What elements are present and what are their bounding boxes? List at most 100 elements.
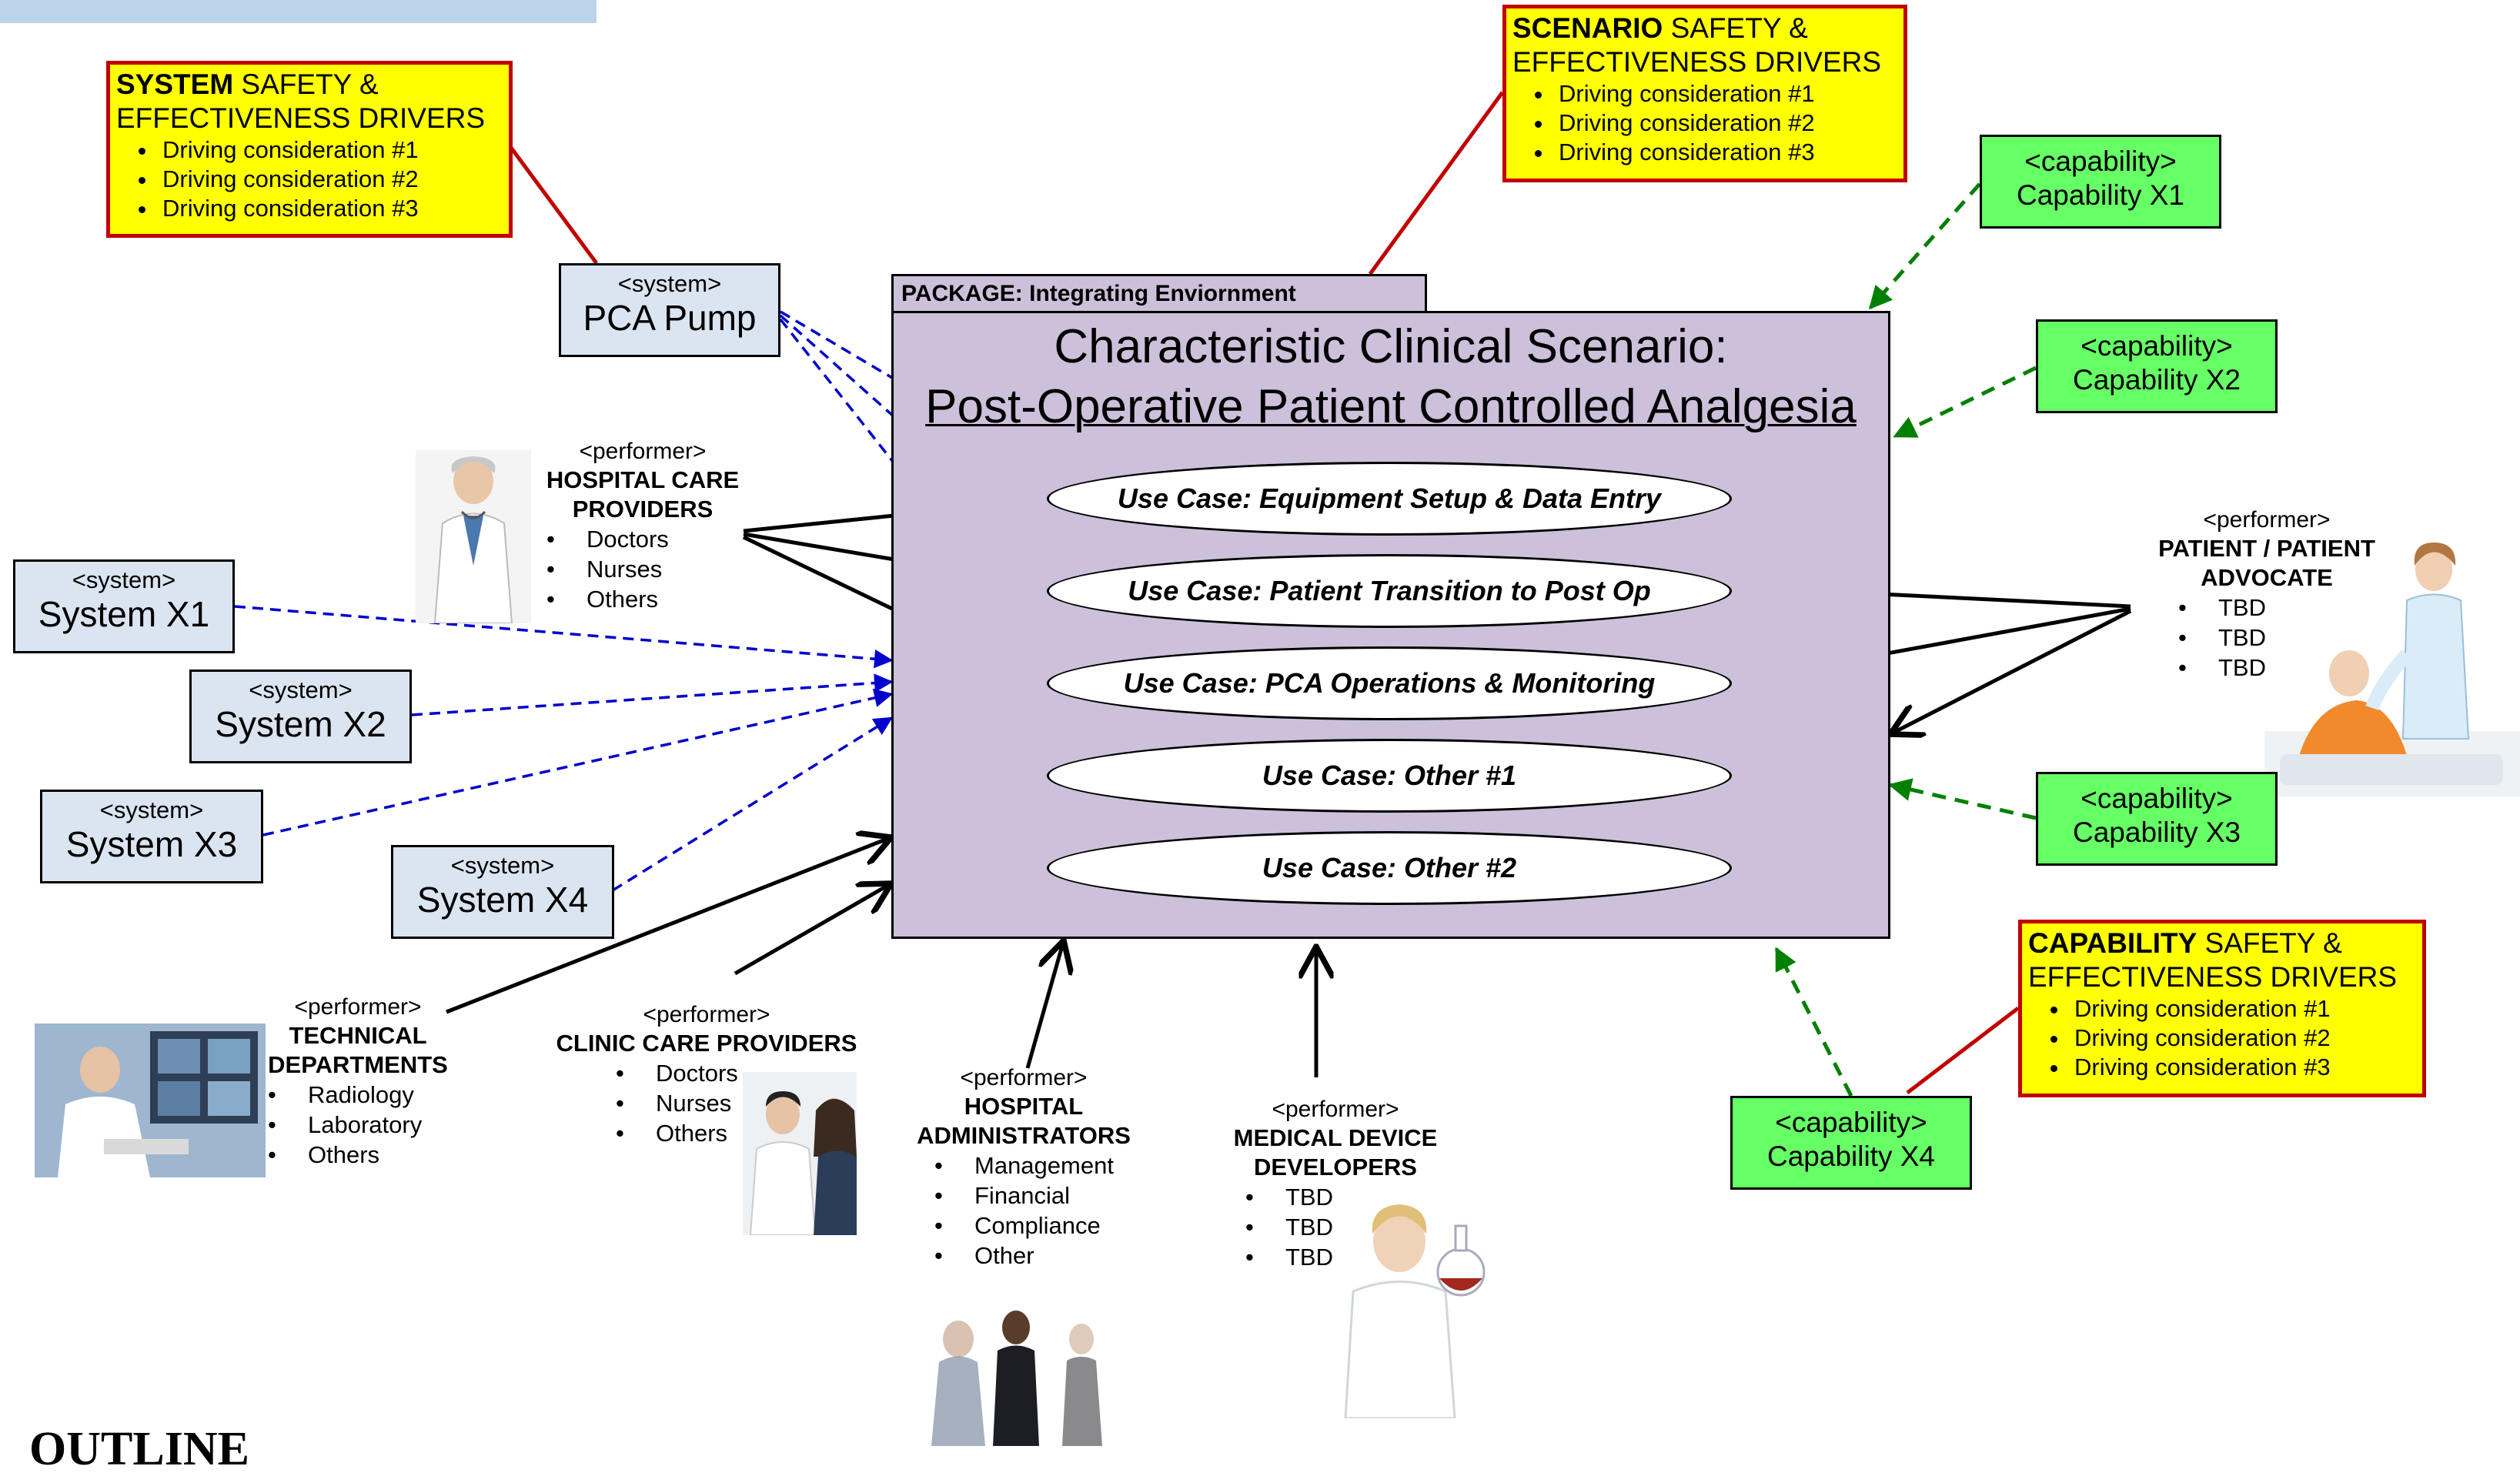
package-tab-label: PACKAGE: Integrating Enviornment [901,281,1296,306]
driver-list: Driving consideration #1 Driving conside… [116,135,503,223]
system-x2[interactable]: <system> System X2 [189,670,412,763]
driver-item: Driving consideration #2 [158,165,503,194]
driver-item: Driving consideration #2 [1554,109,1897,138]
performer-name: MEDICAL DEVICE DEVELOPERS [1233,1124,1438,1180]
administrators-link [1025,940,1064,1069]
capability-stereotype: <capability> [2081,330,2233,362]
performer-patient-advocate[interactable]: <performer> PATIENT / PATIENT ADVOCATE T… [2132,506,2401,683]
performer-item: Radiology [268,1080,454,1110]
system-stereotype: <system> [249,676,353,703]
performer-stereotype: <performer> [1272,1097,1399,1122]
driver-heading-line2: EFFECTIVENESS DRIVERS [1512,46,1882,78]
capability-x3-link [1888,778,2037,820]
outline-heading: OUTLINE [29,1423,249,1475]
capability-x4-link [1774,947,1853,1097]
system-x3-link [262,688,894,837]
scenario-driver-link [1368,91,1505,275]
performer-medical-device-developers[interactable]: <performer> MEDICAL DEVICE DEVELOPERS TB… [1208,1095,1462,1272]
scenario-title: Characteristic Clinical Scenario: Post-O… [891,317,1890,440]
system-name: System X4 [416,880,589,920]
system-pca-pump[interactable]: <system> PCA Pump [559,263,780,357]
driver-heading: SAFETY & [2197,927,2342,959]
performer-item: TBD [2178,653,2401,683]
package-tab: PACKAGE: Integrating Enviornment [891,274,1427,314]
performer-stereotype: <performer> [643,1002,770,1027]
system-x1[interactable]: <system> System X1 [13,559,235,653]
system-name: PCA Pump [583,298,757,338]
performer-clinic-care-providers[interactable]: <performer> CLINIC CARE PROVIDERS Doctor… [548,1000,865,1148]
performer-name: PATIENT / PATIENT ADVOCATE [2158,535,2375,591]
header-band [0,0,597,23]
performer-item: Laboratory [268,1110,454,1140]
driver-item: Driving consideration #1 [1554,79,1897,109]
performer-item: Compliance [934,1211,1147,1241]
capability-x1[interactable]: <capability> Capability X1 [1980,135,2221,229]
capability-stereotype: <capability> [1775,1107,1927,1138]
use-case-label: Use Case: Other #1 [1262,760,1517,791]
performer-name: CLINIC CARE PROVIDERS [556,1030,857,1057]
use-case-pca-operations[interactable]: Use Case: PCA Operations & Monitoring [1047,646,1732,720]
performer-name: HOSPITAL CARE PROVIDERS [546,466,740,523]
capability-stereotype: <capability> [2024,145,2177,177]
use-case-equipment-setup[interactable]: Use Case: Equipment Setup & Data Entry [1047,462,1732,536]
system-stereotype: <system> [99,796,204,823]
driver-list: Driving consideration #1 Driving conside… [2028,994,2416,1082]
system-x3[interactable]: <system> System X3 [40,790,263,883]
use-case-label: Use Case: Patient Transition to Post Op [1128,575,1651,606]
performer-technical-departments[interactable]: <performer> TECHNICAL DEPARTMENTS Radiol… [262,993,454,1170]
system-driver-box: SYSTEM SAFETY & EFFECTIVENESS DRIVERS Dr… [106,61,513,238]
driver-heading: SAFETY & [1663,12,1808,44]
capability-driver-box: CAPABILITY SAFETY & EFFECTIVENESS DRIVER… [2018,920,2426,1097]
use-case-other-2[interactable]: Use Case: Other #2 [1047,831,1732,905]
use-case-label: Use Case: Other #2 [1262,852,1517,883]
performer-hospital-care-providers[interactable]: <performer> HOSPITAL CARE PROVIDERS Doct… [531,437,754,614]
driver-heading-bold: CAPABILITY [2028,927,2197,959]
capability-x1-link [1869,182,1981,310]
performer-stereotype: <performer> [960,1065,1088,1090]
system-x4[interactable]: <system> System X4 [391,845,614,939]
capability-name: Capability X2 [2072,364,2241,396]
capability-x3[interactable]: <capability> Capability X3 [2036,772,2278,866]
driver-item: Driving consideration #3 [158,194,503,223]
performer-name: TECHNICAL DEPARTMENTS [268,1022,448,1078]
system-driver-link [509,146,599,265]
capability-x2-link [1893,366,2037,439]
performer-item: Other [934,1241,1147,1271]
clinic-care-link [734,883,891,976]
capability-x2[interactable]: <capability> Capability X2 [2036,319,2278,413]
performer-item: TBD [1245,1242,1462,1272]
performer-item: TBD [1245,1212,1462,1242]
performer-item: Nurses [616,1088,865,1118]
patient-link-3 [1890,609,2132,734]
performer-item: Financial [934,1180,1147,1211]
driver-heading: SAFETY & [233,68,379,100]
use-case-label: Use Case: Equipment Setup & Data Entry [1117,483,1662,514]
system-stereotype: <system> [72,566,176,593]
driver-list: Driving consideration #1 Driving conside… [1512,79,1897,167]
capability-driver-link [1906,1007,2020,1094]
system-name: System X1 [38,594,210,634]
performer-item: TBD [2178,623,2401,653]
pca-pump-link-2 [779,314,1065,569]
scenario-driver-box: SCENARIO SAFETY & EFFECTIVENESS DRIVERS … [1502,5,1907,182]
use-case-other-1[interactable]: Use Case: Other #1 [1047,739,1732,813]
performer-stereotype: <performer> [294,994,422,1020]
performer-hospital-administrators[interactable]: <performer> HOSPITAL ADMINISTRATORS Mana… [901,1064,1147,1271]
use-case-patient-transition[interactable]: Use Case: Patient Transition to Post Op [1047,554,1732,628]
performer-item: TBD [1245,1182,1462,1212]
performer-list: Radiology Laboratory Others [262,1080,454,1170]
performer-item: Others [616,1118,865,1148]
driver-item: Driving consideration #3 [2070,1053,2416,1082]
doctor-photo [416,450,531,623]
driver-heading-bold: SCENARIO [1512,12,1663,44]
driver-item: Driving consideration #3 [1554,138,1897,167]
performer-stereotype: <performer> [579,439,707,464]
capability-x4[interactable]: <capability> Capability X4 [1730,1096,1972,1190]
performer-name: HOSPITAL ADMINISTRATORS [917,1093,1131,1149]
system-stereotype: <system> [617,270,722,297]
performer-item: Doctors [546,524,754,554]
scenario-title-line2: Post-Operative Patient Controlled Analge… [925,380,1857,433]
driver-item: Driving consideration #1 [2070,994,2416,1024]
performer-item: Management [934,1150,1147,1180]
driver-heading-line2: EFFECTIVENESS DRIVERS [2028,961,2398,993]
